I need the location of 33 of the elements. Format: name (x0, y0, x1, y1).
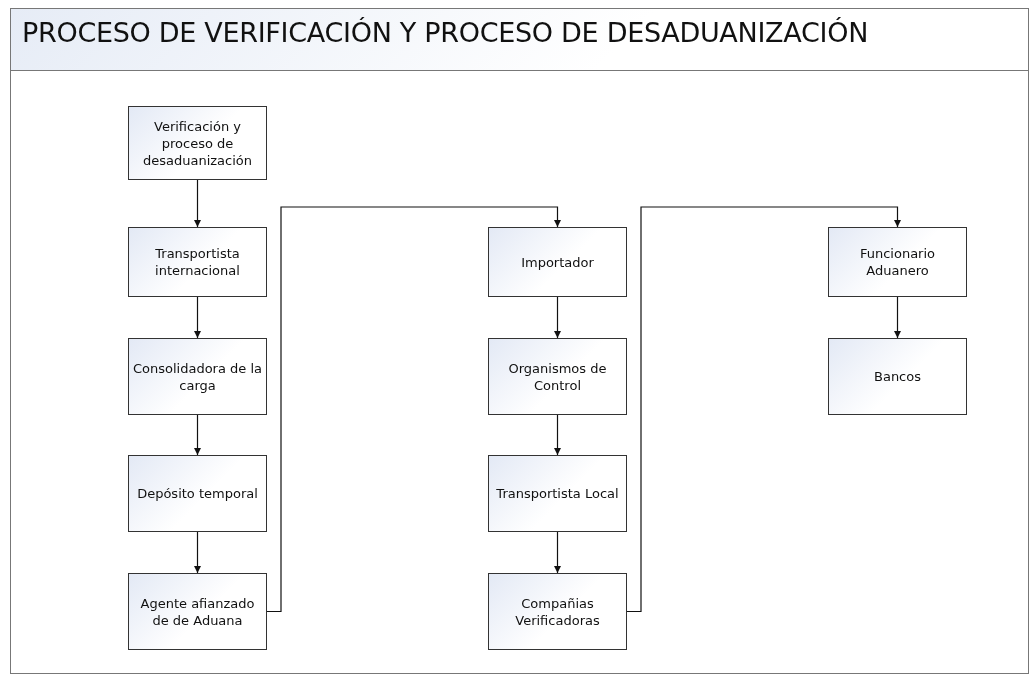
diagram-title: PROCESO DE VERIFICACIÓN Y PROCESO DE DESADUANIZACIÓN (22, 17, 869, 48)
process-box (488, 573, 627, 650)
process-box (828, 227, 967, 297)
connector-arrow (194, 296, 201, 339)
process-box (828, 338, 967, 415)
process-box (128, 227, 267, 297)
connector-arrow (626, 206, 901, 613)
box-label: Consolidadora de la carga (131, 359, 264, 394)
connector-arrow (554, 414, 561, 456)
process-box (488, 338, 627, 415)
process-box (128, 106, 267, 180)
connector-arrow (194, 531, 201, 574)
box-label: Verificación y proceso de desaduanización (141, 117, 253, 169)
box-label: Funcionario Aduanero (858, 245, 937, 279)
process-box (128, 455, 267, 532)
box-label: Depósito temporal (136, 485, 259, 502)
process-box (128, 338, 267, 415)
box-label: Bancos (873, 368, 922, 385)
box-label: Agente afianzado de de Aduana (139, 594, 256, 629)
connector-arrow (894, 296, 901, 339)
box-label: Compañias Verificadoras (514, 594, 601, 629)
box-label: Organismos de Control (507, 359, 608, 394)
connector-arrow (266, 206, 561, 613)
box-label: Transportista Local (495, 485, 620, 502)
connector-arrow (554, 531, 561, 574)
box-label: Importador (520, 253, 595, 271)
process-box (488, 455, 627, 532)
process-box (128, 573, 267, 650)
process-box (488, 227, 627, 297)
connector-arrow (554, 296, 561, 339)
box-label: Transportista internacional (154, 245, 241, 279)
connector-arrow (194, 414, 201, 456)
connector-arrow (194, 179, 201, 228)
